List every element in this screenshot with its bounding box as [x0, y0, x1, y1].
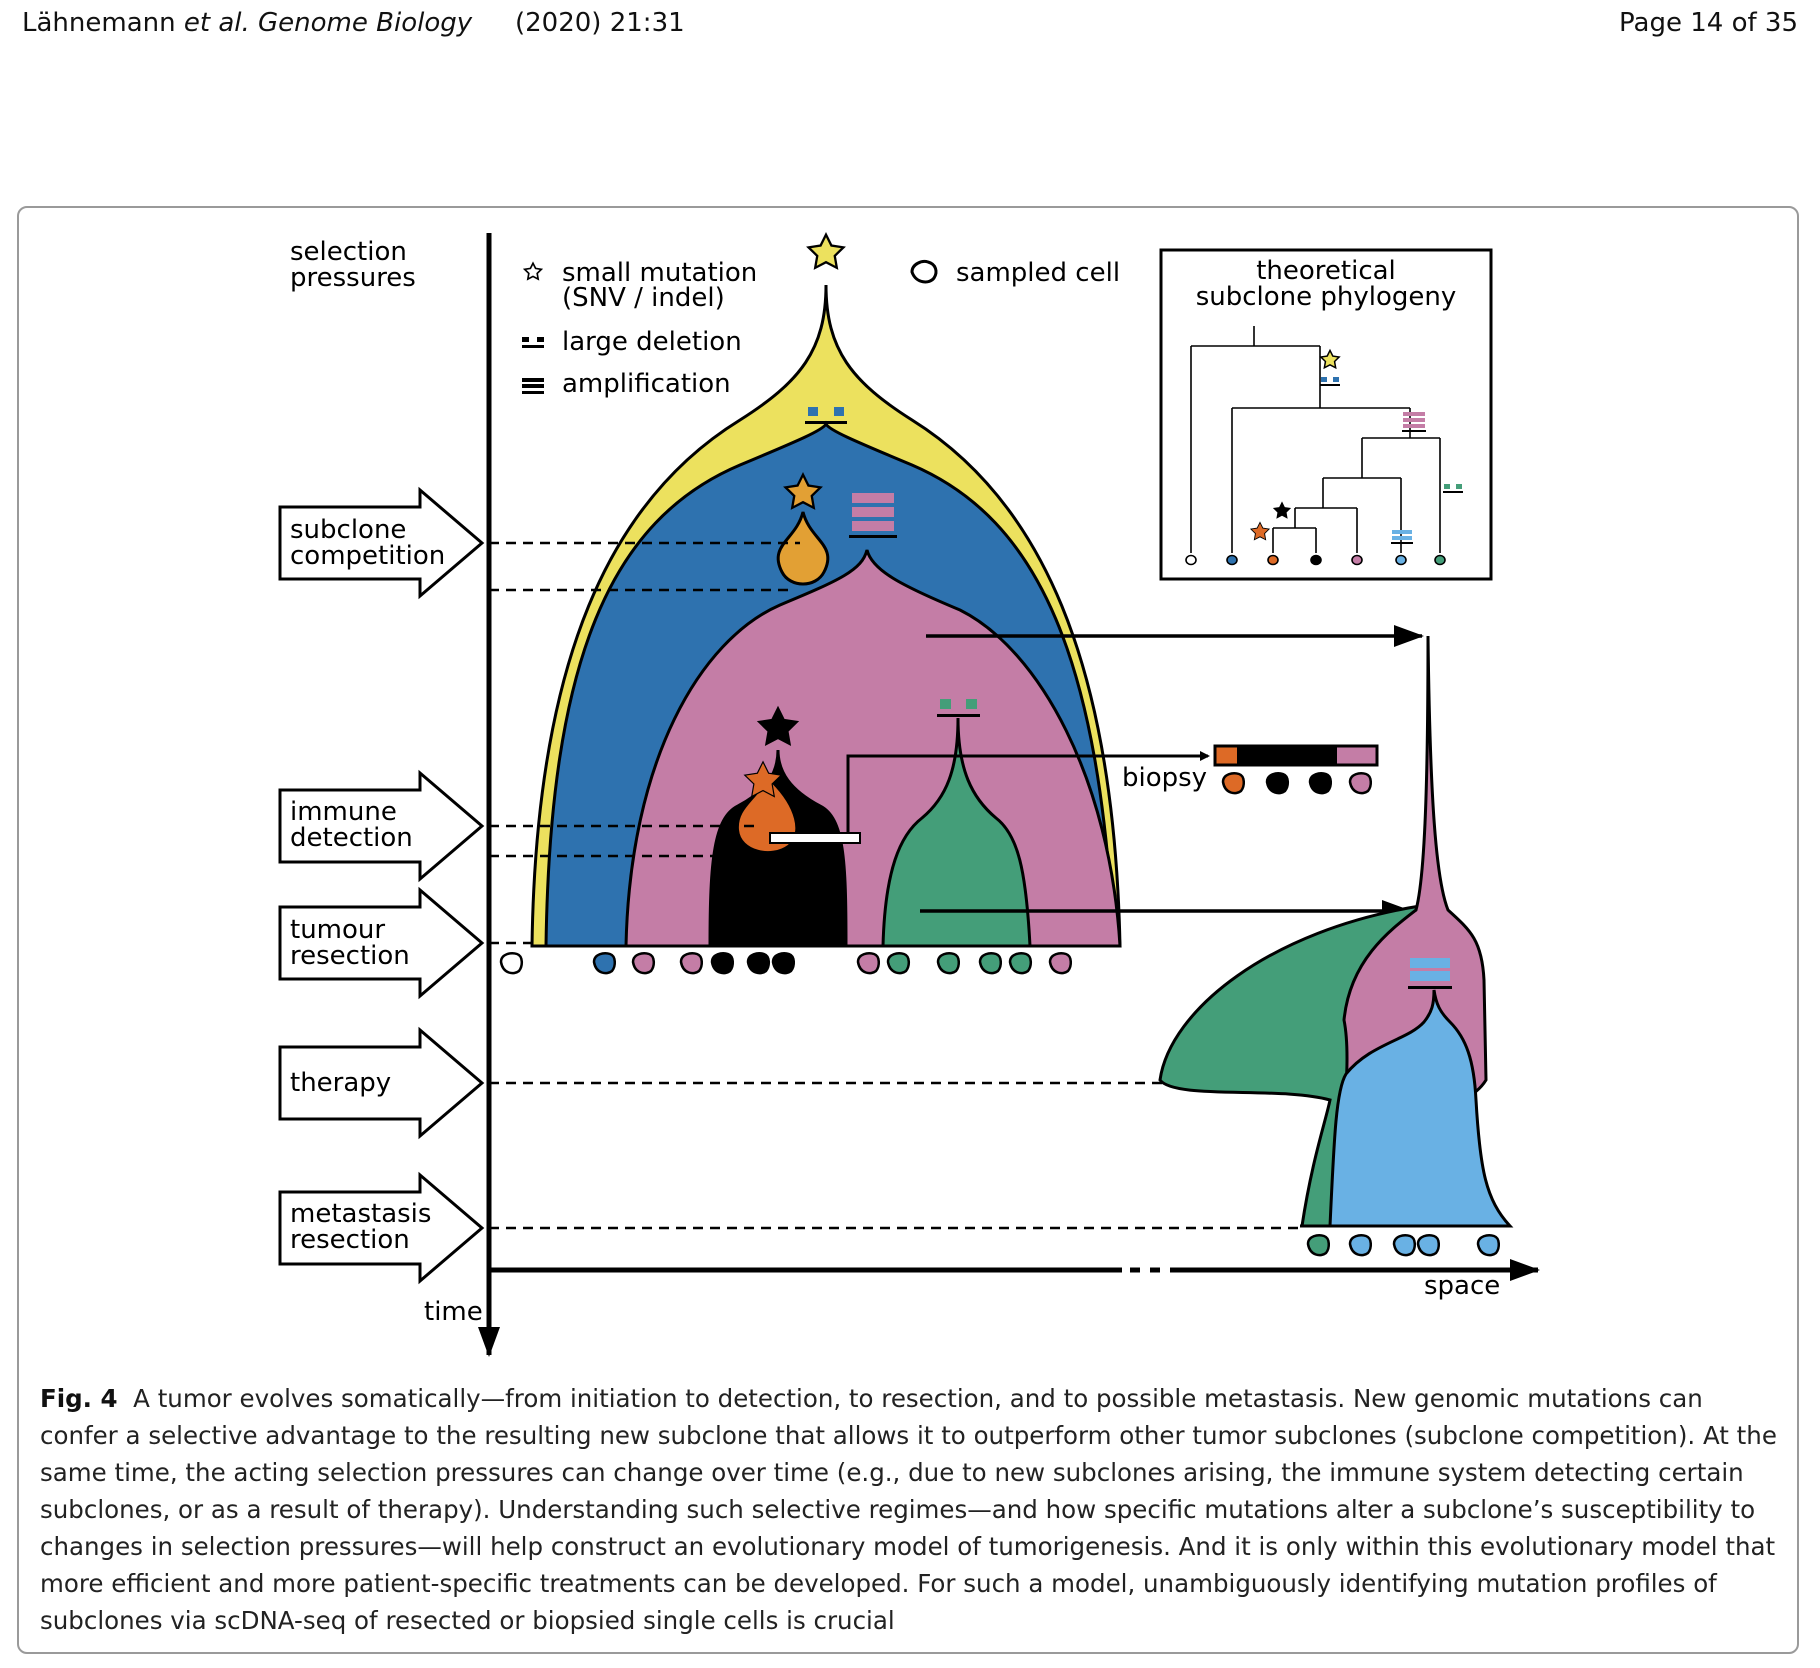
biopsy-sample-bar [1213, 744, 1379, 767]
deletion-blue-icon [805, 407, 847, 424]
star-orange-icon [743, 760, 783, 798]
svg-text:detection: detection [290, 823, 413, 853]
subclone-orange-light [776, 511, 830, 586]
star-black-icon [756, 705, 800, 746]
sampled-cell [1392, 1234, 1416, 1257]
pressures-title-2: pressures [290, 263, 416, 293]
biopsy-needle [769, 832, 861, 844]
figure-caption: Fig. 4 A tumor evolves somatically—from … [40, 1380, 1780, 1639]
sampled-cell [886, 952, 910, 975]
caption-text: A tumor evolves somatically—from initiat… [40, 1384, 1777, 1635]
time-label: time [424, 1297, 483, 1327]
figure-frame [17, 206, 1799, 1654]
phylo-star-yellow-icon [1319, 348, 1341, 370]
citation-year: (2020) 21:31 [515, 8, 685, 38]
pressure-arrow-therapy: therapy [278, 1026, 485, 1140]
pressure-arrow-metastasis-resection: metastasis resection [278, 1171, 485, 1285]
large-deletion-icon [522, 337, 544, 348]
page-header: Lähnemann et al. Genome Biology (2020) 2… [22, 8, 1798, 48]
caption-label: Fig. 4 [40, 1384, 118, 1413]
sampled-cell [1476, 1234, 1500, 1257]
metastasis [1158, 635, 1514, 1228]
svg-text:immune: immune [290, 797, 397, 827]
primary-tumor [530, 284, 1122, 948]
pressures-title: selection [290, 237, 407, 267]
sampled-cell [1048, 952, 1072, 975]
star-outline-icon [522, 261, 544, 281]
svg-text:resection: resection [290, 941, 410, 971]
phylo-deletion-blue-icon [1320, 377, 1340, 386]
sampled-cell [1416, 1234, 1440, 1257]
svg-text:large deletion: large deletion [562, 327, 742, 357]
phylo-star-black-icon [1272, 501, 1292, 519]
sampled-cell [1308, 772, 1332, 795]
sampled-cell-icon [910, 260, 938, 284]
sampled-cell [978, 952, 1002, 975]
svg-text:theoretical: theoretical [1256, 256, 1396, 286]
biopsy-label: biopsy [1122, 763, 1207, 793]
svg-text:therapy: therapy [290, 1068, 391, 1098]
deletion-green-icon [937, 699, 980, 717]
sampled-cell [1221, 772, 1245, 795]
svg-text:competition: competition [290, 541, 445, 571]
phylo-amplification-pink-icon [1402, 412, 1426, 432]
sampled-cell [499, 952, 523, 975]
pressure-arrow-tumour-resection: tumour resection [278, 886, 485, 1000]
sampled-cell [1008, 952, 1032, 975]
sampled-cell [1306, 1234, 1330, 1257]
svg-text:subclone phylogeny: subclone phylogeny [1196, 282, 1457, 312]
sampled-cell [1348, 772, 1372, 795]
phylo-deletion-green-icon [1443, 484, 1463, 493]
biopsy-arrow [846, 751, 1210, 833]
svg-text:metastasis: metastasis [290, 1199, 431, 1229]
svg-text:tumour: tumour [290, 915, 385, 945]
phylo-leaf-cells [1185, 554, 1446, 566]
sampled-cell [631, 952, 655, 975]
svg-text:amplification: amplification [562, 369, 731, 399]
amplification-pink-icon [849, 493, 897, 538]
sampled-cell [1265, 772, 1289, 795]
sampled-cell [856, 952, 880, 975]
svg-text:sampled cell: sampled cell [956, 258, 1120, 288]
star-yellow-icon [806, 232, 846, 270]
page-number: Page 14 of 35 [1619, 8, 1798, 38]
pressure-arrow-immune-detection: immune detection [278, 769, 485, 883]
phylogeny-panel: theoretical subclone phylogeny [1159, 248, 1493, 581]
svg-text:small mutation: small mutation [562, 258, 757, 288]
space-label: space [1424, 1271, 1500, 1301]
sampled-cell [936, 952, 960, 975]
sampled-cells [499, 772, 1500, 1257]
amplification-icon [522, 378, 544, 394]
legend: small mutation (SNV / indel) large delet… [522, 258, 1120, 399]
sampled-cell [746, 952, 770, 975]
metastasis-lightblue [1328, 989, 1514, 1228]
phylo-amplification-lightblue-icon [1391, 530, 1413, 544]
running-head: Lähnemann et al. Genome Biology [22, 8, 473, 38]
subclone-green [881, 717, 1032, 948]
svg-text:subclone: subclone [290, 515, 406, 545]
phylo-star-orange-icon [1249, 521, 1271, 541]
sampled-cell [1348, 1234, 1372, 1257]
sampled-cell [710, 952, 734, 975]
amplification-lightblue-icon [1408, 958, 1452, 989]
sampled-cell [592, 952, 616, 975]
star-orange-light-icon [783, 472, 823, 510]
sampled-cell [679, 952, 703, 975]
svg-text:(SNV / indel): (SNV / indel) [562, 283, 725, 313]
sampled-cell [771, 952, 795, 975]
svg-text:resection: resection [290, 1225, 410, 1255]
pressure-arrow-subclone-competition: subclone competition [278, 486, 485, 600]
